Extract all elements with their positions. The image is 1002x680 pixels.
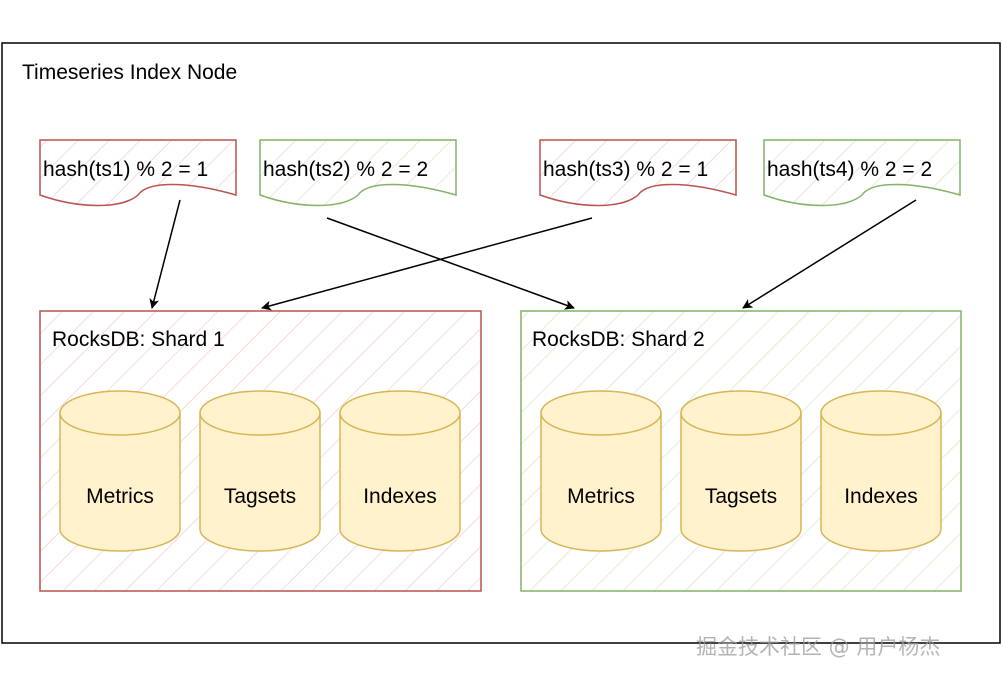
cylinder-body [199,390,321,552]
hash-box-shape [259,139,457,207]
edge-ts4-to-shard-2 [742,199,917,309]
store-metrics-cylinder: Metrics [540,390,662,552]
hash-box-ts4: hash(ts4) % 2 = 2 [763,139,961,207]
cylinder-rim [339,412,461,436]
cylinder-body [540,390,662,552]
hash-box-label: hash(ts2) % 2 = 2 [263,158,428,181]
store-indexes-cylinder: Indexes [820,390,942,552]
store-tagsets-cylinder: Tagsets [680,390,802,552]
hash-box-label: hash(ts1) % 2 = 1 [43,158,208,181]
shard-1: RocksDB: Shard 1 Metrics Tagsets Indexes [39,310,482,592]
store-label: Metrics [86,485,154,508]
store-label: Tagsets [705,485,777,508]
store-label: Indexes [844,485,918,508]
store-indexes-cylinder: Indexes [339,390,461,552]
cylinder-body [680,390,802,552]
cylinder-rim [680,412,802,436]
cylinder-rim [820,412,942,436]
shard-2-title: RocksDB: Shard 2 [532,328,705,351]
edge-ts1-to-shard-1 [149,199,181,309]
index-node-title: Timeseries Index Node [22,61,237,84]
cylinder-body [59,390,181,552]
store-label: Metrics [567,485,635,508]
shard-2: RocksDB: Shard 2 Metrics Tagsets Indexes [520,310,962,592]
edge-ts2-to-shard-2 [326,217,575,310]
hash-box-label: hash(ts3) % 2 = 1 [543,158,708,181]
store-label: Tagsets [224,485,296,508]
store-label: Indexes [363,485,437,508]
shard-1-title: RocksDB: Shard 1 [52,328,225,351]
hash-box-ts1: hash(ts1) % 2 = 1 [39,139,237,207]
cylinder-rim [199,412,321,436]
watermark: 掘金技术社区 @ 用户杨杰 [696,635,940,659]
hash-box-ts2: hash(ts2) % 2 = 2 [259,139,457,207]
hash-box-ts3: hash(ts3) % 2 = 1 [539,139,737,207]
hash-box-shape [39,139,237,207]
cylinder-body [820,390,942,552]
hash-box-shape [763,139,961,207]
hash-box-label: hash(ts4) % 2 = 2 [767,158,932,181]
edge-ts3-to-shard-1 [261,217,593,311]
store-metrics-cylinder: Metrics [59,390,181,552]
edges [149,199,917,311]
cylinder-body [339,390,461,552]
cylinder-rim [59,412,181,436]
store-tagsets-cylinder: Tagsets [199,390,321,552]
cylinder-rim [540,412,662,436]
hash-box-shape [539,139,737,207]
